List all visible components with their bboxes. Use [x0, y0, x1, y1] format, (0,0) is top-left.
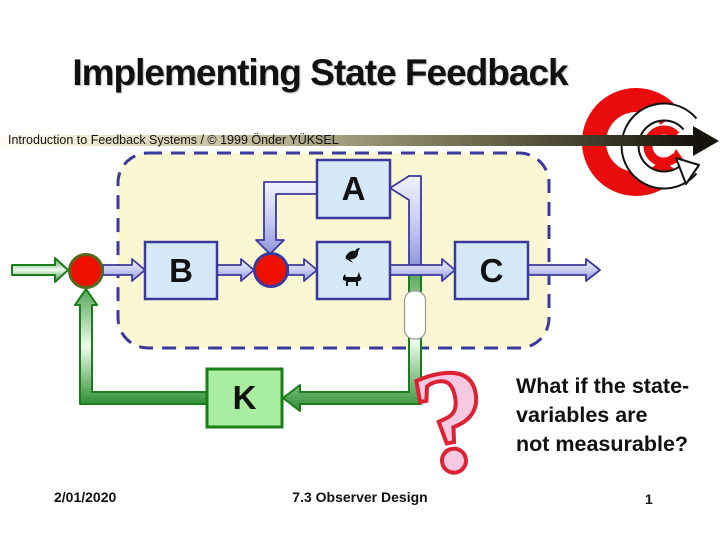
question-mark: ? — [401, 334, 502, 508]
banner-text: Introduction to Feedback Systems / © 199… — [8, 133, 339, 147]
question-line: variables are — [516, 403, 648, 427]
question-line: not measurable? — [516, 432, 689, 456]
block-a-label: A — [341, 170, 366, 207]
summing-junction-inner — [253, 252, 289, 288]
block-b-label: B — [169, 251, 193, 289]
banner-bar — [0, 135, 696, 146]
footer-page-number: 1 — [645, 491, 653, 507]
integrator-block-box — [315, 240, 392, 301]
b-to-junction-arrow — [216, 258, 255, 282]
a-to-junction-arrow — [255, 181, 318, 255]
block-k-label: K — [232, 379, 257, 416]
question-text: What if the state- variables are not mea… — [516, 372, 716, 459]
integrator-to-c-arrow — [389, 258, 456, 282]
page-title: Implementing State Feedback — [72, 52, 568, 93]
block-c-box — [453, 240, 530, 301]
bird-icon — [345, 248, 360, 263]
question-line: What if the state- — [516, 374, 690, 398]
banner-arrow-icon — [693, 126, 719, 156]
input-arrow — [11, 257, 69, 283]
junction-to-b-arrow — [102, 258, 146, 282]
tap-break-capsule — [403, 290, 427, 340]
block-a-box — [315, 158, 392, 220]
logo-white-arrowhead — [675, 157, 700, 185]
cat-icon — [343, 272, 362, 286]
block-k-box — [205, 367, 284, 429]
block-b-box — [143, 240, 219, 301]
k-output-feedback-arrow — [74, 288, 208, 405]
output-arrow — [527, 258, 601, 282]
footer-section: 7.3 Observer Design — [292, 489, 428, 505]
footer-date: 2/01/2020 — [54, 489, 117, 505]
block-c-label: C — [479, 251, 504, 289]
summing-junction-left — [68, 253, 104, 289]
junction-to-integrator-arrow — [287, 258, 318, 282]
